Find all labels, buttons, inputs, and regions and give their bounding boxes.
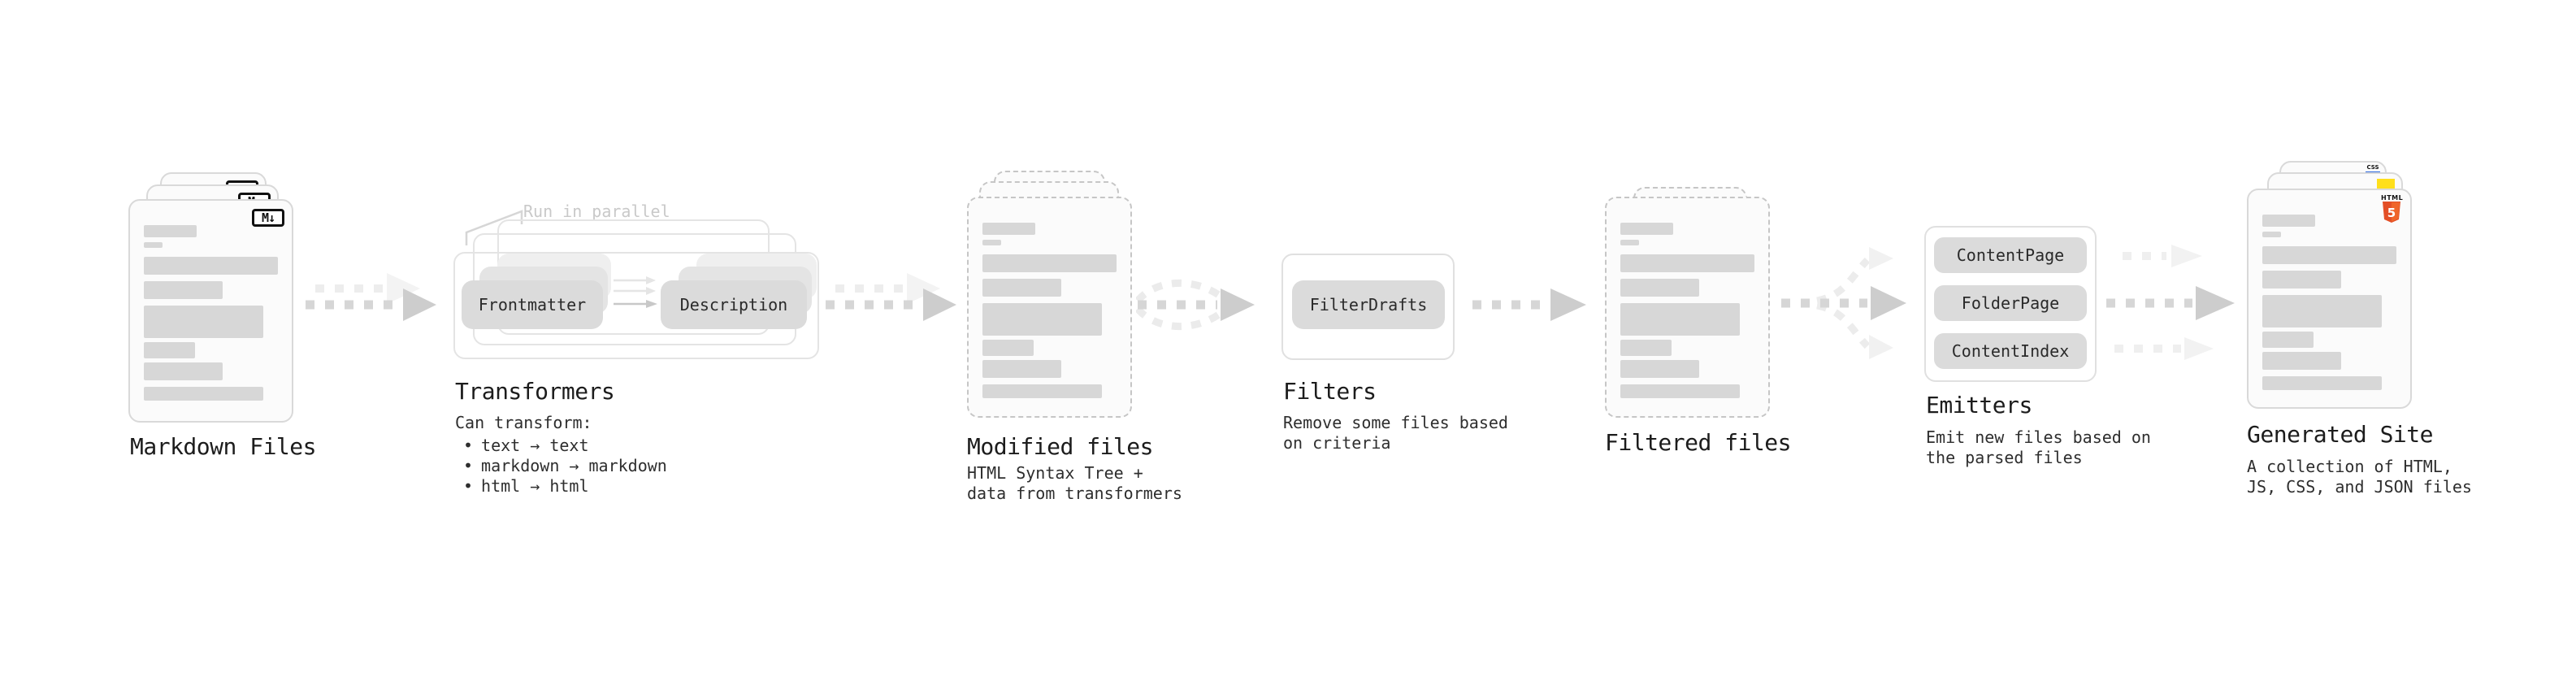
emitters-label: Emitters xyxy=(1926,392,2032,419)
doc-card-front xyxy=(1605,197,1770,418)
markdown-icon: M↓ xyxy=(252,209,284,227)
placeholder-bar xyxy=(1620,360,1699,378)
placeholder-bar xyxy=(982,303,1102,336)
filters-desc-line2: on criteria xyxy=(1283,433,1391,453)
placeholder-bar xyxy=(144,306,263,338)
placeholder-bar xyxy=(1620,279,1699,297)
frontmatter-node: Frontmatter xyxy=(462,280,603,329)
doc-card-front xyxy=(967,197,1132,418)
placeholder-bar xyxy=(1620,384,1740,398)
placeholder-bar xyxy=(1620,254,1754,272)
placeholder-bar xyxy=(2262,332,2314,348)
transformer-box-front xyxy=(453,252,819,359)
placeholder-bar xyxy=(1620,223,1673,235)
placeholder-bar xyxy=(982,240,1001,245)
placeholder-bar xyxy=(144,257,278,275)
filters-desc-line1: Remove some files based xyxy=(1283,413,1508,432)
doc-content-placeholder xyxy=(1607,198,1768,416)
section-transformers: Run in parallel Frontmatter Description … xyxy=(453,195,835,520)
placeholder-bar xyxy=(982,340,1034,356)
arrow-modified-to-filters xyxy=(1136,280,1255,330)
run-in-parallel-note: Run in parallel xyxy=(523,202,670,221)
placeholder-bar xyxy=(2262,232,2281,237)
doc-card-front: M↓ xyxy=(128,199,293,423)
contentpage-node-label: ContentPage xyxy=(1956,245,2065,265)
arrow-transformers-to-modified xyxy=(826,273,956,321)
section-emitters: ContentPage FolderPage ContentIndex Emit… xyxy=(1924,226,2192,486)
folderpage-node-label: FolderPage xyxy=(1961,293,2060,313)
folderpage-node: FolderPage xyxy=(1934,285,2087,321)
doc-card-front: HTML 5 xyxy=(2247,189,2412,409)
filters-box xyxy=(1281,254,1455,360)
modified-files-desc-line1: HTML Syntax Tree + xyxy=(967,463,1143,483)
transformer-flow-arrows xyxy=(614,276,657,308)
emitters-box xyxy=(1924,226,2097,382)
placeholder-bar xyxy=(2262,271,2341,288)
description-node: Description xyxy=(661,280,807,329)
transform-bullet: •markdown → markdown xyxy=(463,456,667,475)
transform-bullet: •text → text xyxy=(463,436,589,455)
placeholder-bar xyxy=(144,225,197,237)
svg-text:5: 5 xyxy=(2387,206,2396,220)
transformers-label: Transformers xyxy=(455,378,615,405)
emitters-desc-line2: the parsed files xyxy=(1926,448,2083,467)
placeholder-bar xyxy=(1620,303,1740,336)
placeholder-bar xyxy=(144,342,195,358)
placeholder-bar xyxy=(144,281,223,299)
filtered-files-label: Filtered files xyxy=(1605,429,1792,456)
placeholder-bar xyxy=(982,254,1117,272)
frontmatter-node-label: Frontmatter xyxy=(478,295,587,314)
placeholder-bar xyxy=(144,387,263,401)
placeholder-bar xyxy=(2262,376,2382,390)
contentindex-node-label: ContentIndex xyxy=(1951,341,2070,361)
section-markdown-files: M↓ M↓ M↓ Markdown Files xyxy=(128,172,470,514)
arrow-emitters-to-generated xyxy=(2106,245,2235,360)
transform-bullet: •html → html xyxy=(463,476,589,496)
generated-site-desc-line2: JS, CSS, and JSON files xyxy=(2247,477,2472,497)
modified-files-label: Modified files xyxy=(967,433,1154,460)
section-filtered-files: Filtered files xyxy=(1605,187,1865,512)
placeholder-bar xyxy=(2262,352,2341,370)
placeholder-bar xyxy=(982,279,1061,297)
arrow-filters-to-filtered xyxy=(1472,288,1586,321)
arrow-markdown-to-transformers xyxy=(306,273,436,321)
section-modified-files: Modified files HTML Syntax Tree + data f… xyxy=(967,171,1260,512)
placeholder-bar xyxy=(2262,215,2315,227)
note-callout-line xyxy=(465,210,523,245)
placeholder-bar xyxy=(1620,340,1672,356)
html5-icon: HTML 5 xyxy=(2381,194,2403,227)
placeholder-bar xyxy=(144,362,223,380)
generated-site-label: Generated Site xyxy=(2247,421,2434,448)
markdown-files-label: Markdown Files xyxy=(130,433,317,460)
placeholder-bar xyxy=(1620,240,1639,245)
placeholder-bar xyxy=(2262,295,2382,327)
placeholder-bar xyxy=(982,360,1061,378)
modified-files-desc-line2: data from transformers xyxy=(967,484,1182,503)
doc-content-placeholder xyxy=(969,198,1130,416)
filterdrafts-node: FilterDrafts xyxy=(1292,280,1445,329)
section-filters: FilterDrafts Filters Remove some files b… xyxy=(1281,254,1558,497)
contentindex-node: ContentIndex xyxy=(1934,333,2087,369)
placeholder-bar xyxy=(2262,246,2396,264)
javascript-icon xyxy=(2377,179,2395,189)
doc-content-placeholder xyxy=(2249,190,2410,407)
placeholder-bar xyxy=(982,223,1035,235)
arrow-filtered-to-emitters xyxy=(1781,247,1906,359)
generated-site-desc-line1: A collection of HTML, xyxy=(2247,457,2452,476)
emitters-desc-line1: Emit new files based on xyxy=(1926,427,2151,447)
transformers-desc-title: Can transform: xyxy=(455,413,592,432)
filters-label: Filters xyxy=(1283,378,1377,405)
placeholder-bar xyxy=(982,384,1102,398)
placeholder-bar xyxy=(144,242,163,248)
filterdrafts-node-label: FilterDrafts xyxy=(1309,295,1428,314)
contentpage-node: ContentPage xyxy=(1934,237,2087,273)
description-node-label: Description xyxy=(679,295,788,314)
section-generated-site: CSS HTML 5 Generated Site A collection o… xyxy=(2247,161,2556,510)
doc-content-placeholder xyxy=(130,201,292,421)
